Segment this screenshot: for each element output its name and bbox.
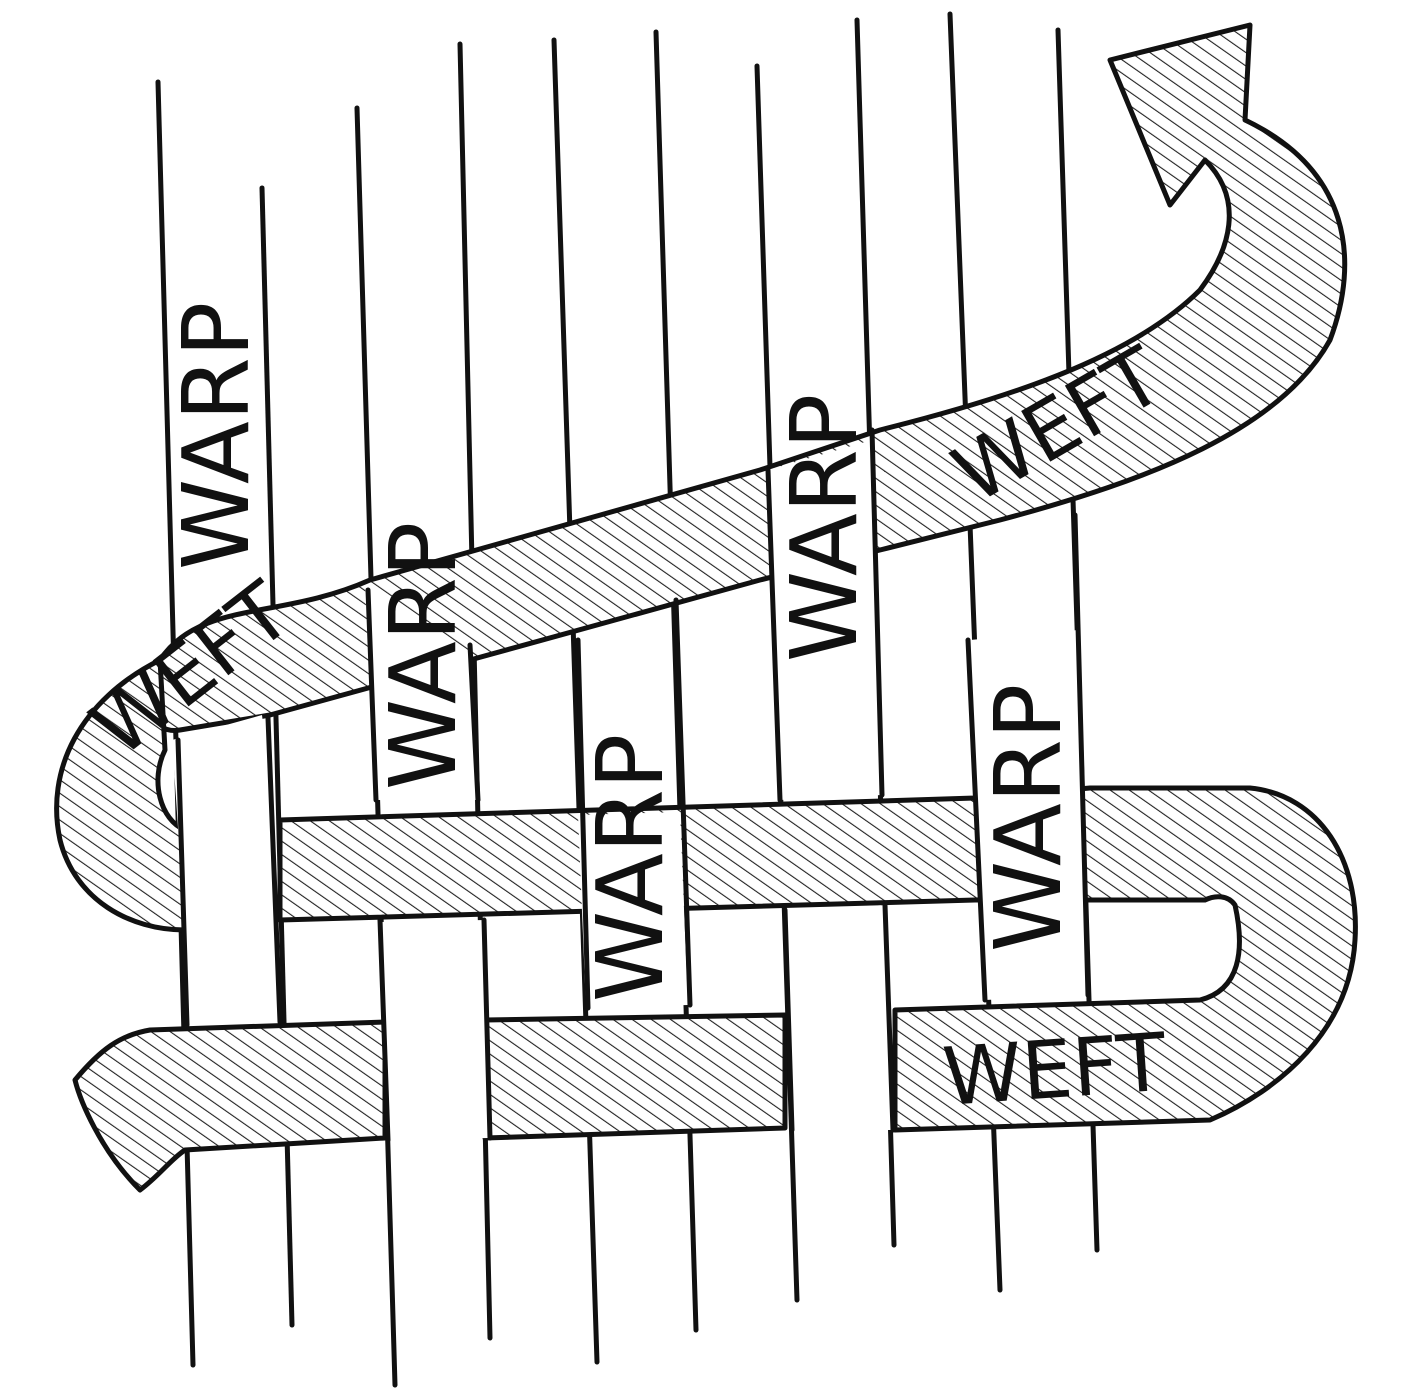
weft-ribbon-top <box>150 25 1345 730</box>
warp-label-5: WARP <box>975 684 1082 952</box>
weft-label-3: WEFT <box>940 1016 1170 1124</box>
warp-label-3: WARP <box>577 734 684 1002</box>
warp-thread-6 <box>656 32 696 1330</box>
warp-thread-5 <box>554 40 597 1362</box>
warp-label-2: WARP <box>370 522 477 790</box>
warp-label-4: WARP <box>771 394 878 662</box>
warp-label-1: WARP <box>163 302 270 570</box>
